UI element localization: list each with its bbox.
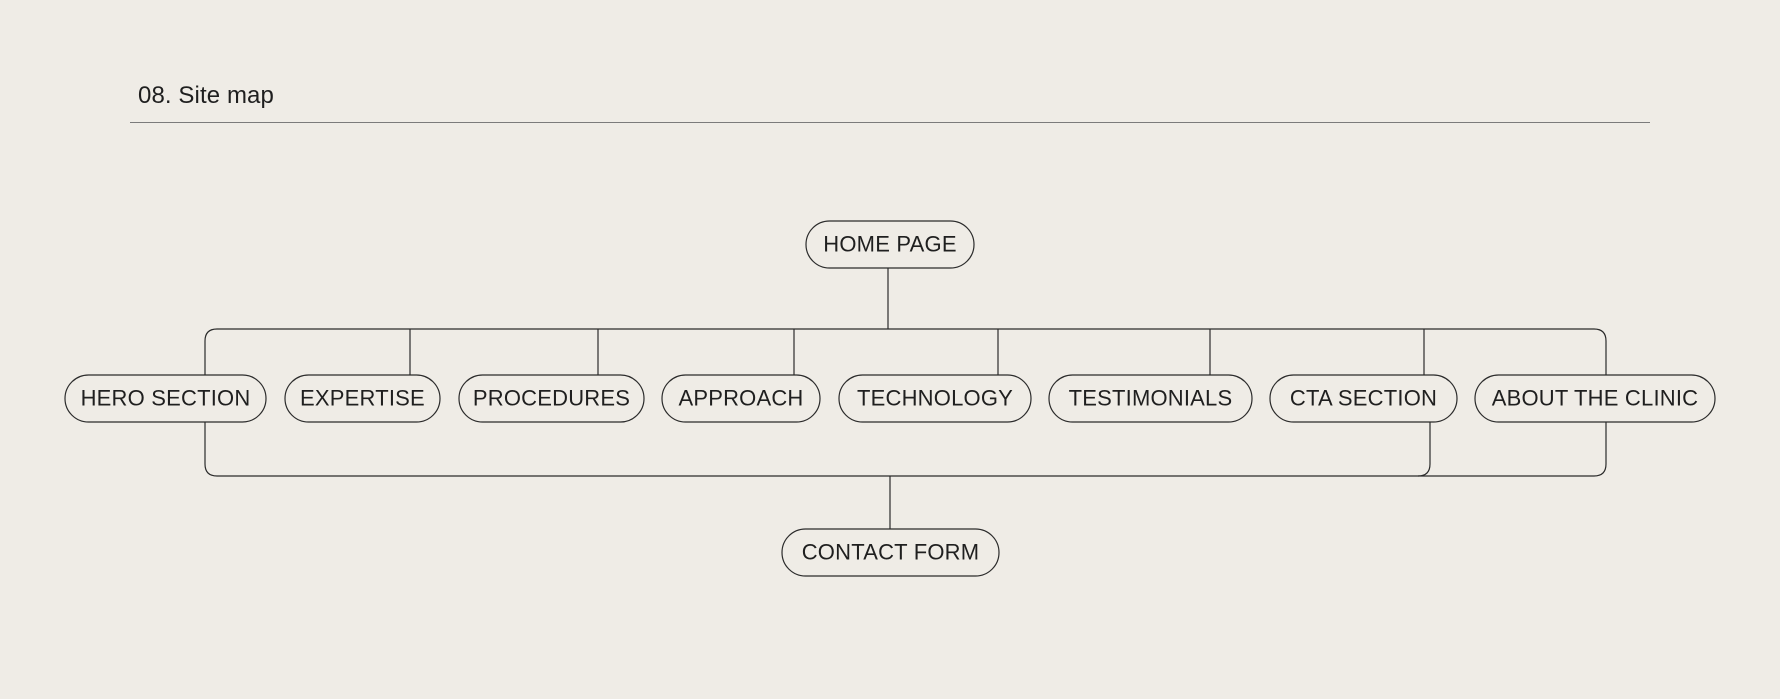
node-label-testimonials: TESTIMONIALS xyxy=(1069,385,1233,410)
node-label-contact-form: CONTACT FORM xyxy=(802,539,980,564)
node-label-approach: APPROACH xyxy=(678,385,803,410)
node-label-cta-section: CTA SECTION xyxy=(1290,385,1437,410)
sitemap-node-home-page: HOME PAGE xyxy=(805,220,975,269)
connector-about-to-bottom-bus xyxy=(1418,422,1607,477)
node-label-hero-section: HERO SECTION xyxy=(81,385,251,410)
title-divider xyxy=(130,122,1650,123)
connector-bottom-bus xyxy=(204,422,1431,477)
sitemap-node-approach: APPROACH xyxy=(661,374,821,423)
sitemap-node-expertise: EXPERTISE xyxy=(284,374,441,423)
sitemap-node-testimonials: TESTIMONIALS xyxy=(1048,374,1253,423)
node-label-about-the-clinic: ABOUT THE CLINIC xyxy=(1492,385,1699,410)
sitemap-node-cta-section: CTA SECTION xyxy=(1269,374,1458,423)
connector-top-bus xyxy=(204,328,1607,375)
sitemap-node-hero-section: HERO SECTION xyxy=(64,374,267,423)
sitemap-node-procedures: PROCEDURES xyxy=(458,374,645,423)
node-label-home-page: HOME PAGE xyxy=(823,231,956,256)
node-label-procedures: PROCEDURES xyxy=(473,385,630,410)
sitemap-node-technology: TECHNOLOGY xyxy=(838,374,1032,423)
page-title: 08. Site map xyxy=(138,82,274,109)
sitemap-node-about-the-clinic: ABOUT THE CLINIC xyxy=(1474,374,1716,423)
sitemap-node-contact-form: CONTACT FORM xyxy=(781,528,1000,577)
node-label-expertise: EXPERTISE xyxy=(300,385,425,410)
node-label-technology: TECHNOLOGY xyxy=(857,385,1013,410)
